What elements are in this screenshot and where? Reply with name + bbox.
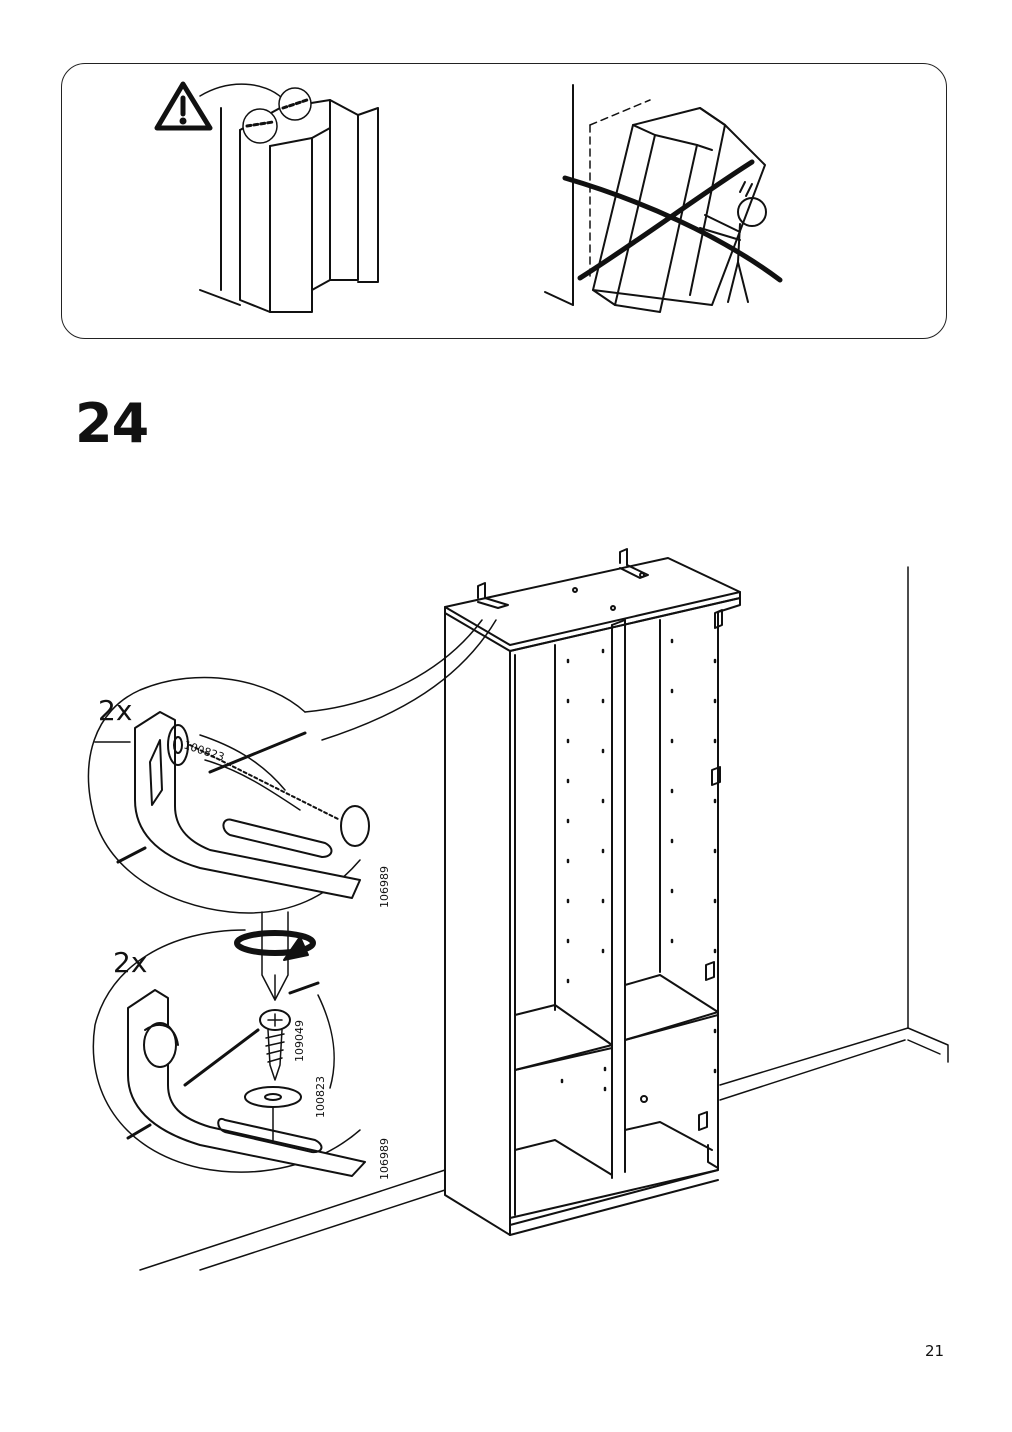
warning-correct-illustration	[154, 81, 379, 313]
callout-bracket-screw: 100823 106989	[87, 676, 391, 914]
quantity-label: 2x	[113, 946, 148, 979]
quantity-label: 2x	[98, 694, 133, 727]
screwdriver-rotation-icon	[234, 911, 316, 1001]
callout-bracket-screw-washer: 109049 100823 106989	[92, 929, 391, 1180]
warning-prohibited-illustration	[544, 84, 783, 313]
step-number: 24	[75, 392, 149, 455]
part-number-bracket: 106989	[378, 866, 391, 908]
person-icon	[699, 181, 767, 303]
part-number-washer: 100823	[314, 1076, 327, 1118]
warning-triangle-icon	[154, 81, 283, 131]
bookcase-illustration	[139, 548, 949, 1271]
warning-panel	[61, 63, 947, 339]
prohibited-cross-icon	[562, 159, 783, 283]
wall-bracket-icon	[477, 548, 649, 609]
part-number-bracket: 106989	[378, 1138, 391, 1180]
part-number-screw: 109049	[293, 1020, 306, 1062]
page-number: 21	[925, 1342, 945, 1360]
hinge-icon	[698, 609, 723, 1131]
